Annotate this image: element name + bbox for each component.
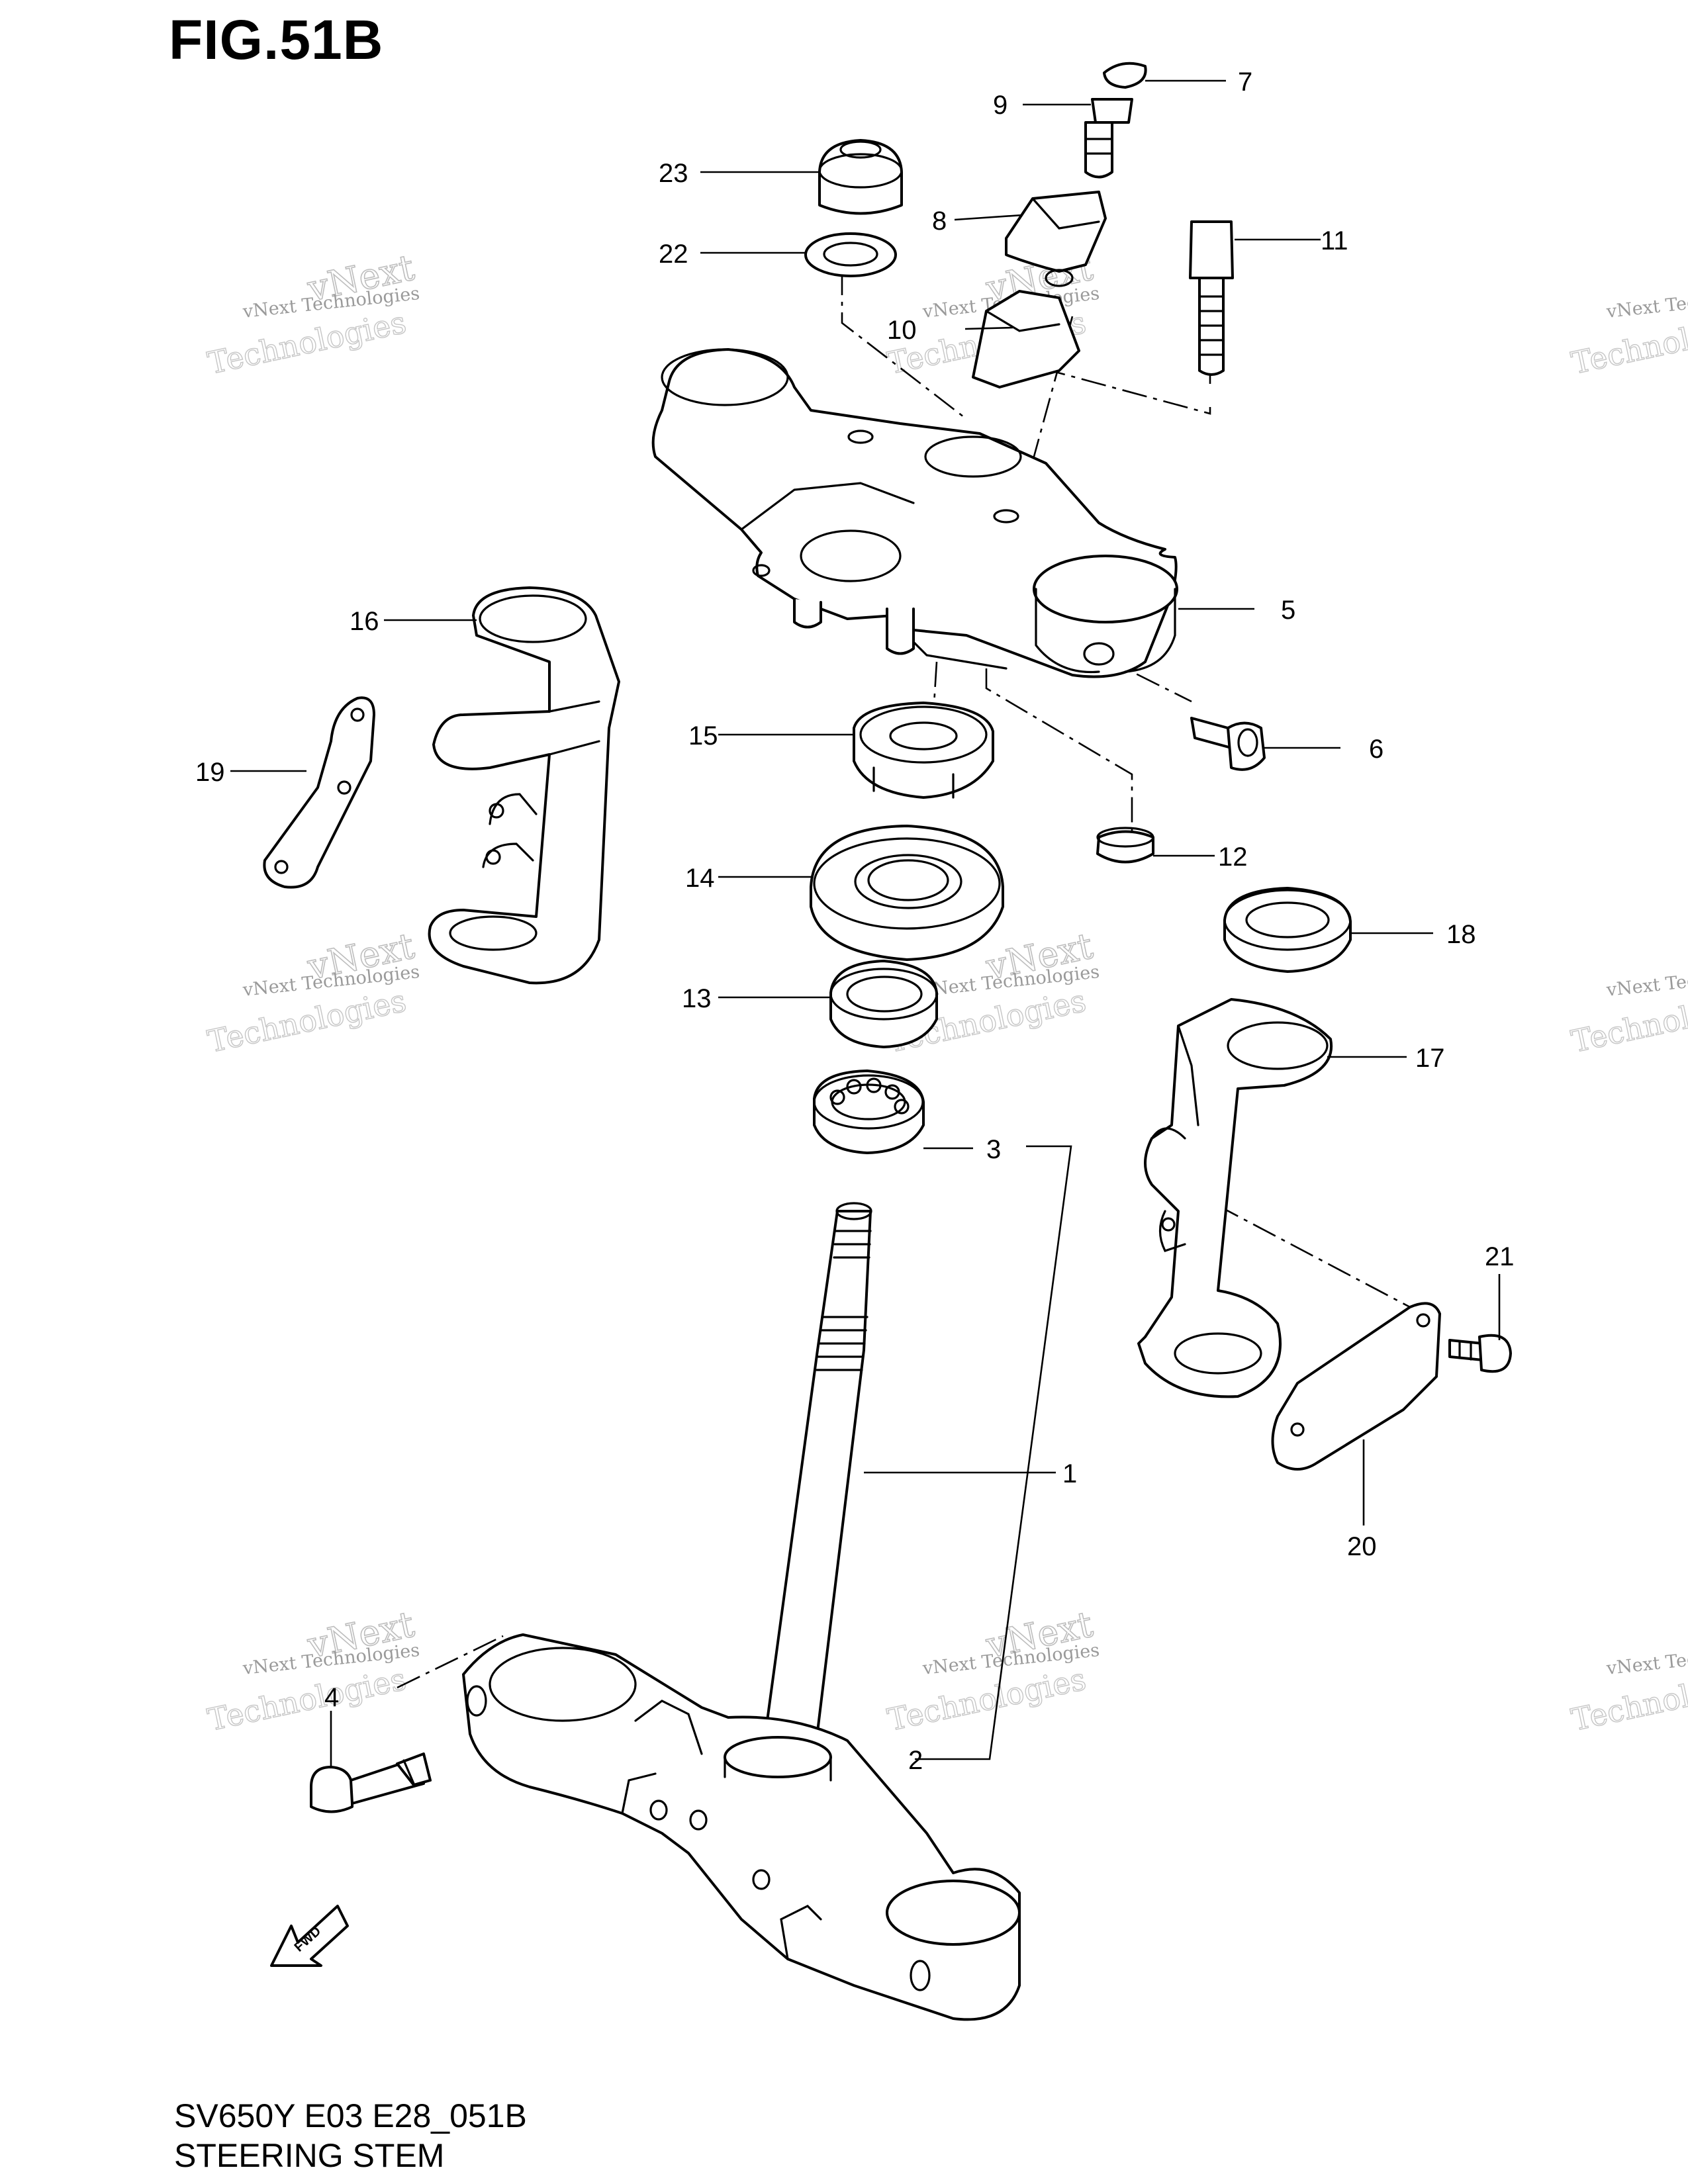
part-14-seal (810, 825, 1004, 961)
part-3-bearing (813, 1069, 925, 1154)
callout-23: 23 (659, 159, 688, 188)
callout-13: 13 (682, 984, 712, 1013)
part-13-bearing-race (829, 960, 938, 1048)
callout-17: 17 (1415, 1044, 1445, 1073)
callout-9: 9 (993, 91, 1008, 120)
callout-5: 5 (1281, 596, 1295, 625)
part-10-holder-lower (972, 290, 1080, 388)
watermark-6: vNext Technologies Technologies (1568, 962, 1688, 1060)
figure-title: FIG.51B (169, 9, 384, 71)
callout-18: 18 (1446, 920, 1476, 949)
part-5-upper-bracket (651, 348, 1178, 678)
watermark-1: vNext vNext Technologies Technologies (204, 246, 420, 382)
part-23-cap (818, 139, 903, 215)
watermark-7: vNext vNext Technologies Technologies (204, 1603, 420, 1739)
part-1-steering-stem (753, 1202, 872, 1815)
callout-7: 7 (1238, 68, 1252, 97)
callout-12: 12 (1218, 842, 1248, 872)
fwd-arrow-icon (270, 1905, 349, 1967)
part-20-stay-right (1271, 1302, 1441, 1471)
watermark-technologies: Technologies (884, 1661, 1089, 1738)
part-7-cap (1103, 62, 1147, 89)
part-19-stay-left (263, 696, 375, 889)
callout-11: 11 (1321, 226, 1348, 255)
watermark-4: vNext vNext Technologies Technologies (204, 925, 420, 1060)
callout-1: 1 (1062, 1459, 1077, 1488)
callout-10: 10 (887, 316, 917, 345)
callout-14: 14 (685, 864, 715, 893)
part-18-seal (1223, 887, 1352, 973)
part-2-lower-bracket (462, 1633, 1021, 2021)
fwd-arrow: FWD (270, 1905, 349, 1967)
callout-2: 2 (908, 1746, 923, 1775)
dash-line-4 (397, 1635, 504, 1689)
watermark-text: vNext Technologies (1605, 283, 1688, 322)
callout-19: 19 (195, 758, 225, 787)
callout-6: 6 (1369, 735, 1383, 764)
part-16-bracket-left (428, 586, 620, 985)
watermark-8: vNext vNext Technologies Technologies (884, 1603, 1100, 1739)
dash-line-22 (841, 270, 964, 418)
model-code: SV650Y E03 E28_051B (174, 2097, 527, 2134)
callout-15: 15 (688, 721, 718, 751)
callout-3: 3 (986, 1135, 1001, 1164)
part-21-screw (1448, 1334, 1512, 1373)
part-8-holder-upper (1005, 191, 1107, 287)
dash-line-12 (985, 668, 1133, 834)
dash-line-10-11 (1040, 367, 1211, 415)
leader-8 (954, 214, 1023, 221)
callout-21: 21 (1485, 1242, 1515, 1271)
figure-name: STEERING STEM (174, 2137, 445, 2174)
part-17-bracket-right (1137, 998, 1333, 1398)
watermark-3: vNext Technologies Technologies (1568, 283, 1688, 381)
part-15-steering-nut (853, 702, 994, 799)
watermark-text: vNext Technologies (1605, 1640, 1688, 1679)
leader-3-2 (915, 1145, 1072, 1760)
watermark-technologies: Technologies (205, 1661, 409, 1738)
part-12-nut (1096, 827, 1154, 864)
part-22-washer (804, 232, 897, 277)
part-6-bolt (1190, 717, 1266, 771)
leader-10 (964, 326, 1013, 330)
callout-labels: 7 9 23 8 11 22 10 5 16 15 6 19 12 14 18 … (195, 68, 1515, 1775)
watermark-technologies: Technologies (205, 983, 409, 1060)
watermark-technologies: Technologies (205, 304, 409, 381)
callout-8: 8 (932, 206, 947, 236)
callout-16: 16 (350, 607, 379, 636)
leader-lines (230, 79, 1501, 1767)
part-4-bolt (310, 1752, 432, 1813)
part-11-bolt (1189, 220, 1234, 376)
watermark-9: vNext Technologies Technologies (1568, 1640, 1688, 1738)
watermark-text: vNext Technologies (1605, 962, 1688, 1001)
callout-20: 20 (1347, 1532, 1377, 1561)
callout-22: 22 (659, 240, 688, 269)
callout-4: 4 (324, 1683, 339, 1712)
part-9-bolt (1084, 98, 1133, 179)
